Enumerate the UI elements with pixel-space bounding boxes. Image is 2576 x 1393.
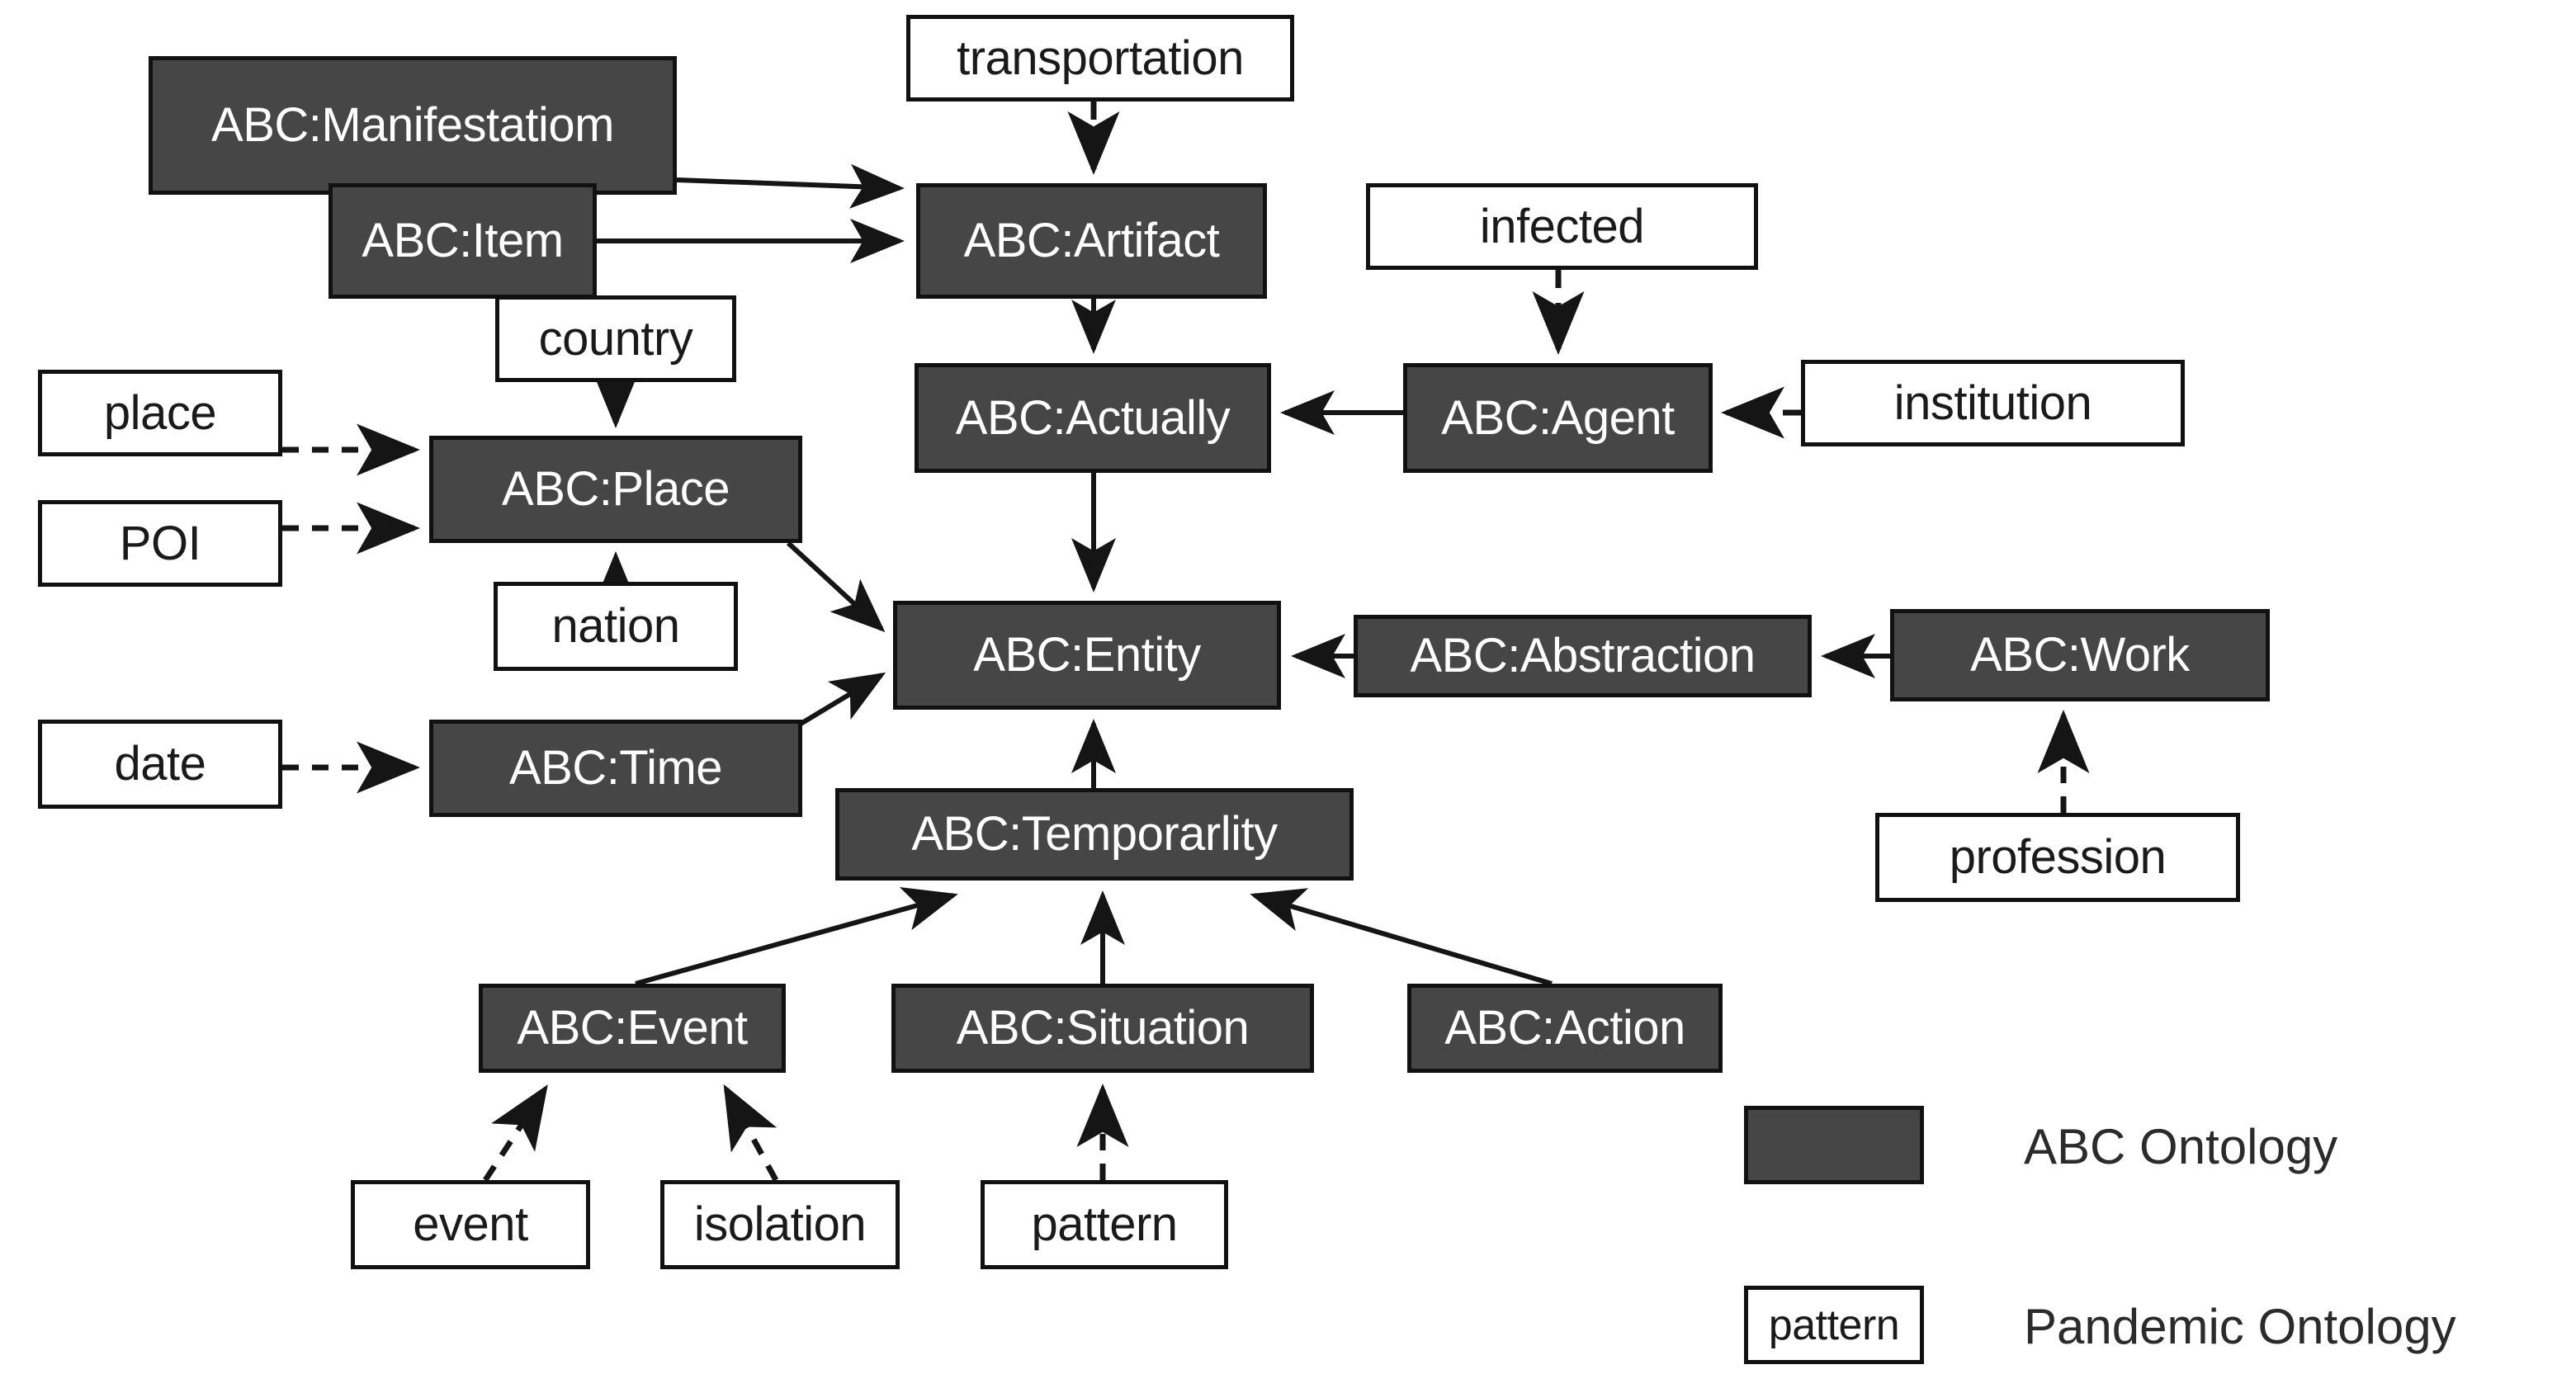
node-place[interactable]: place: [38, 370, 282, 456]
node-agent[interactable]: ABC:Agent: [1403, 363, 1713, 473]
node-label: ABC:Artifact: [963, 214, 1220, 267]
node-label: date: [114, 737, 206, 791]
edge-abcplace-entity: [786, 541, 886, 633]
node-label: ABC:Agent: [1441, 390, 1675, 445]
node-isolation[interactable]: isolation: [660, 1180, 900, 1269]
node-transportation[interactable]: transportation: [906, 15, 1294, 102]
node-label: ABC:Entity: [973, 628, 1201, 682]
node-label: place: [103, 385, 217, 440]
node-label: pattern: [1031, 1197, 1178, 1251]
node-pattern[interactable]: pattern: [981, 1180, 1228, 1269]
node-infected[interactable]: infected: [1366, 183, 1758, 270]
node-item[interactable]: ABC:Item: [328, 183, 597, 299]
node-eventleaf[interactable]: event: [351, 1180, 590, 1269]
legend-swatch-pandemic: pattern: [1744, 1286, 1924, 1364]
legend-swatch-abc: [1744, 1106, 1924, 1184]
node-label: profession: [1949, 830, 2167, 884]
node-label: institution: [1893, 375, 2092, 430]
node-artifact[interactable]: ABC:Artifact: [916, 183, 1267, 299]
node-institution[interactable]: institution: [1801, 360, 2185, 446]
edge-isolation-event: [723, 1084, 779, 1182]
node-action[interactable]: ABC:Action: [1407, 984, 1723, 1073]
edge-manifestation-artifact: [676, 163, 905, 209]
edge-event-temporarlity: [635, 887, 958, 986]
node-label: infected: [1479, 199, 1645, 253]
node-work[interactable]: ABC:Work: [1890, 609, 2270, 701]
node-poi[interactable]: POI: [38, 500, 282, 587]
legend-label-abc: ABC Ontology: [2024, 1119, 2338, 1174]
node-label: ABC:Place: [502, 462, 730, 516]
node-entity[interactable]: ABC:Entity: [893, 601, 1281, 710]
node-abcplace[interactable]: ABC:Place: [429, 436, 802, 543]
node-label: nation: [551, 599, 680, 653]
legend-swatch-pandemic-label: pattern: [1768, 1301, 1900, 1349]
node-nation[interactable]: nation: [494, 582, 738, 671]
node-label: ABC:Item: [362, 214, 564, 267]
node-label: isolation: [693, 1197, 867, 1251]
node-profession[interactable]: profession: [1875, 813, 2240, 902]
node-event[interactable]: ABC:Event: [479, 984, 786, 1073]
node-actually[interactable]: ABC:Actually: [915, 363, 1271, 473]
node-label: ABC:Temporarlity: [911, 807, 1278, 861]
node-label: ABC:Time: [508, 741, 723, 795]
node-situation[interactable]: ABC:Situation: [891, 984, 1314, 1073]
node-label: transportation: [957, 31, 1244, 85]
node-country[interactable]: country: [495, 295, 736, 382]
node-manifestation[interactable]: ABC:Manifestatiom: [149, 56, 677, 195]
node-label: POI: [119, 516, 201, 570]
node-label: ABC:Work: [1970, 628, 2190, 682]
node-date[interactable]: date: [38, 720, 282, 809]
node-label: ABC:Event: [517, 1001, 748, 1055]
node-abstraction[interactable]: ABC:Abstraction: [1354, 615, 1812, 697]
legend-label-pandemic: Pandemic Ontology: [2024, 1299, 2456, 1354]
edge-action-temporarlity: [1250, 888, 1553, 986]
node-label: country: [538, 311, 693, 366]
node-label: ABC:Abstraction: [1410, 629, 1756, 682]
edge-eventleaf-event: [483, 1084, 548, 1182]
node-label: ABC:Manifestatiom: [211, 98, 614, 152]
node-label: ABC:Actually: [955, 390, 1231, 445]
node-temporarlity[interactable]: ABC:Temporarlity: [835, 788, 1354, 881]
node-label: ABC:Action: [1444, 1001, 1685, 1055]
node-label: event: [413, 1197, 528, 1251]
node-label: ABC:Situation: [956, 1001, 1250, 1055]
node-time[interactable]: ABC:Time: [429, 720, 802, 817]
